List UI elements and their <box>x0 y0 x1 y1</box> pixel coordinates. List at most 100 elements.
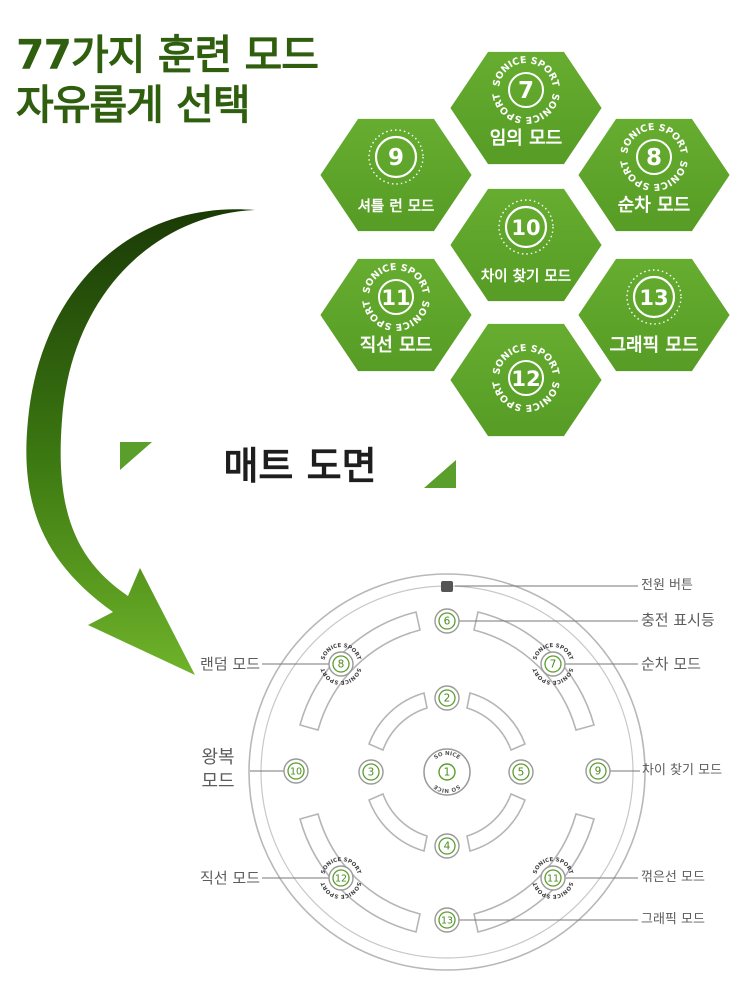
mat-track-inner <box>367 691 527 853</box>
label-straight-mode: 직선 모드 <box>200 869 260 887</box>
mode-hex-10: 10 차이 찾기 모드 <box>445 184 607 306</box>
mode-number: 13 <box>639 286 668 310</box>
mode-label: 직선 모드 <box>360 335 433 356</box>
hex-cell <box>445 319 607 441</box>
mat-outer-ring <box>248 573 646 971</box>
mat-node-13[interactable]: 13 <box>434 907 460 933</box>
node-number-circle <box>589 762 607 780</box>
mode-number: 11 <box>381 286 410 310</box>
mat-track-outer <box>299 611 595 933</box>
center-brand-bottom: SO NICE <box>433 783 461 793</box>
node-number: 9 <box>595 766 602 778</box>
mat-node-3[interactable]: 3 <box>358 759 384 785</box>
node-number-circle <box>438 911 456 929</box>
mode-number: 12 <box>511 367 540 391</box>
label-power-button: 전원 버튼 <box>641 578 693 593</box>
banner-corners <box>120 442 456 488</box>
headline-line-1: 77가지 훈련 모드 <box>16 31 319 79</box>
label-graphic-mode: 그래픽 모드 <box>641 912 705 927</box>
label-round-trip-line-1: 왕복 <box>201 747 235 768</box>
node-number: 1 <box>444 767 451 779</box>
node-number: 13 <box>441 916 453 927</box>
mode-label: 그래픽 모드 <box>609 335 698 356</box>
node-number: 3 <box>368 767 375 779</box>
label-charge-indicator: 충전 표시등 <box>641 611 715 629</box>
mode-number-dots <box>626 269 682 325</box>
mat-node-1[interactable]: SO NICE SO NICE 1 <box>423 748 471 796</box>
node-number-circle <box>362 763 380 781</box>
node-number: 4 <box>444 841 451 853</box>
center-brand-top: SO NICE <box>433 751 461 761</box>
mat-node-10[interactable]: 10 <box>283 758 309 784</box>
mode-label: 셔틀 런 모드 <box>358 197 435 215</box>
mode-hex-9: 9 셔틀 런 모드 <box>315 114 477 236</box>
mode-number: 8 <box>646 145 662 171</box>
node-number-circle <box>438 837 456 855</box>
mat-node-2[interactable]: 2 <box>434 685 460 711</box>
label-sequential-mode: 순차 모드 <box>641 655 701 673</box>
node-number: 5 <box>518 767 525 779</box>
banner-corner-right <box>424 460 456 488</box>
mat-title: 매트 도면 <box>223 444 377 488</box>
node-number-circle <box>544 869 562 887</box>
headline: 77가지 훈련 모드 자유롭게 선택 <box>16 30 319 130</box>
node-number-circle <box>512 763 530 781</box>
mode-number-circle <box>636 139 672 175</box>
node-number-circle <box>332 869 350 887</box>
banner-corner-left <box>120 442 152 470</box>
mode-number-circle <box>508 72 544 108</box>
node-number: 7 <box>550 659 557 671</box>
mode-number-circle <box>632 275 676 319</box>
node-number-circle <box>287 762 305 780</box>
headline-line-2: 자유롭게 선택 <box>16 81 251 129</box>
mode-hex-13: 13 그래픽 모드 <box>573 254 735 376</box>
mode-number-dots <box>368 129 424 185</box>
node-number: 6 <box>444 616 451 628</box>
label-round-trip-line-2: 모드 <box>201 771 235 792</box>
node-number: 10 <box>290 767 302 778</box>
hex-cell <box>315 114 477 236</box>
curved-arrow <box>26 209 255 676</box>
mode-number-dots <box>498 199 554 255</box>
mode-number-circle <box>508 360 544 396</box>
mode-number: 10 <box>511 216 540 240</box>
mat-node-4[interactable]: 4 <box>434 833 460 859</box>
node-number-circle <box>544 655 562 673</box>
mode-number-circle <box>378 279 414 315</box>
mat-node-6[interactable]: 6 <box>434 608 460 634</box>
hex-cell <box>445 184 607 306</box>
node-number: 8 <box>338 659 345 671</box>
mat-title-banner: 매트 도면 <box>160 440 440 492</box>
node-number-circle <box>438 763 456 781</box>
mode-label: 순차 모드 <box>618 195 691 216</box>
label-zigzag-mode: 꺾은선 모드 <box>641 870 705 885</box>
node-number: 2 <box>444 693 451 705</box>
node-number-circle <box>332 655 350 673</box>
mat-node-9[interactable]: 9 <box>585 758 611 784</box>
mode-label: 임의 모드 <box>490 128 563 149</box>
mat-node-5[interactable]: 5 <box>508 759 534 785</box>
hex-cell <box>573 254 735 376</box>
node-number: 12 <box>335 874 347 885</box>
label-round-trip-mode: 왕복 모드 <box>188 746 248 794</box>
node-number-circle <box>438 689 456 707</box>
label-random-mode: 랜덤 모드 <box>200 655 260 673</box>
mode-number: 9 <box>388 145 404 171</box>
mode-number: 7 <box>518 78 534 104</box>
mode-number-circle <box>374 135 418 179</box>
node-number-circle <box>438 612 456 630</box>
label-leaders <box>250 585 640 921</box>
power-button[interactable] <box>441 581 453 592</box>
node-number: 11 <box>547 874 559 885</box>
label-find-difference-mode: 차이 찾기 모드 <box>642 763 723 778</box>
mode-label: 차이 찾기 모드 <box>481 268 571 285</box>
mode-number-circle <box>504 205 548 249</box>
